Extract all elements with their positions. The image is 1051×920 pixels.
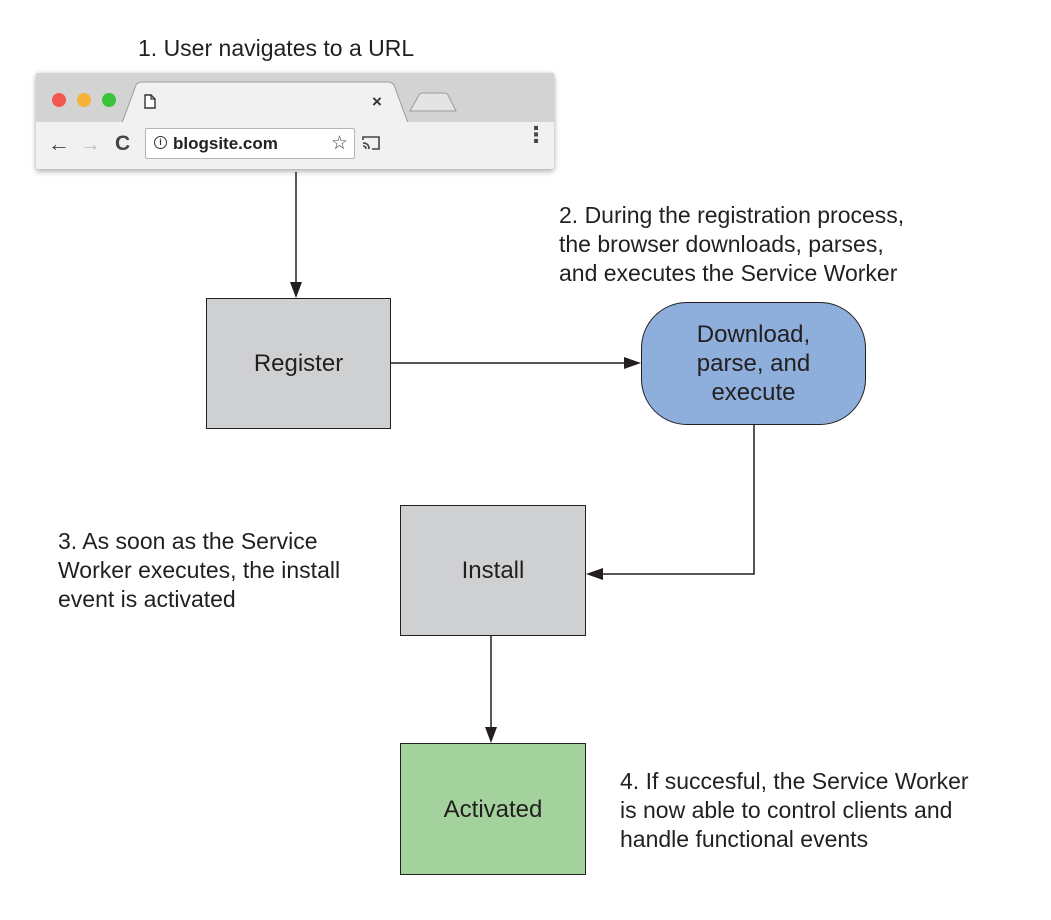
tab-close-icon[interactable]: × (372, 92, 382, 111)
activated-node-label: Activated (443, 795, 543, 823)
info-icon[interactable]: i (154, 136, 167, 149)
caption-step-1: 1. User navigates to a URL (138, 34, 414, 63)
browser-tab-strip (121, 81, 457, 123)
arrow-download-to-install (601, 425, 755, 575)
caption-step-3-line-3: event is activated (58, 586, 236, 612)
download-parse-execute-node: Download, parse, and execute (641, 302, 866, 425)
register-node-label: Register (253, 350, 344, 377)
caption-step-2-line-1: 2. During the registration process, (559, 202, 905, 228)
page-icon (144, 94, 156, 109)
caption-step-3-line-2: Worker executes, the install (58, 557, 341, 583)
caption-step-4-line-1: 4. If succesful, the Service Worker (620, 768, 969, 794)
address-bar[interactable]: i blogsite.com ☆ (145, 128, 355, 159)
url-text[interactable]: blogsite.com (173, 134, 278, 153)
activated-node: Activated (400, 743, 586, 875)
register-node: Register (206, 298, 391, 429)
browser-window: × ← → C i blogsite.com ☆ ⋮ (36, 73, 554, 169)
reload-icon[interactable]: C (115, 132, 131, 155)
arrowhead-register (290, 282, 302, 298)
arrow-right-icon[interactable]: → (79, 131, 101, 156)
install-node: Install (400, 505, 586, 636)
new-tab-button[interactable] (409, 92, 457, 112)
caption-step-3: 3. As soon as the Service Worker execute… (58, 527, 340, 614)
minimize-window-dot[interactable] (77, 93, 91, 107)
star-icon[interactable]: ☆ (331, 133, 349, 154)
caption-step-4-line-3: handle functional events (620, 826, 869, 852)
download-node-line-2: parse, and (696, 350, 811, 377)
arrow-left-icon[interactable]: ← (48, 131, 70, 156)
maximize-window-dot[interactable] (102, 93, 116, 107)
caption-step-2-line-2: the browser downloads, parses, (559, 231, 884, 257)
caption-step-4-line-2: is now able to control clients and (620, 797, 953, 823)
browser-tab-active[interactable] (121, 81, 409, 123)
arrowhead-install (586, 568, 603, 580)
caption-step-2-line-3: and executes the Service Worker (559, 260, 898, 286)
cast-icon[interactable] (361, 135, 381, 151)
arrowhead-download (624, 357, 641, 369)
caption-step-3-line-1: 3. As soon as the Service (58, 528, 318, 554)
close-window-dot[interactable] (52, 93, 66, 107)
download-node-label: Download, parse, and execute (697, 320, 810, 407)
caption-step-4: 4. If succesful, the Service Worker is n… (620, 767, 969, 854)
arrowhead-activated (485, 727, 497, 743)
install-node-label: Install (461, 557, 525, 584)
caption-step-1-line: 1. User navigates to a URL (138, 35, 415, 61)
download-node-line-1: Download, (696, 321, 811, 348)
caption-step-2: 2. During the registration process, the … (559, 201, 904, 288)
download-node-line-3: execute (711, 379, 796, 406)
